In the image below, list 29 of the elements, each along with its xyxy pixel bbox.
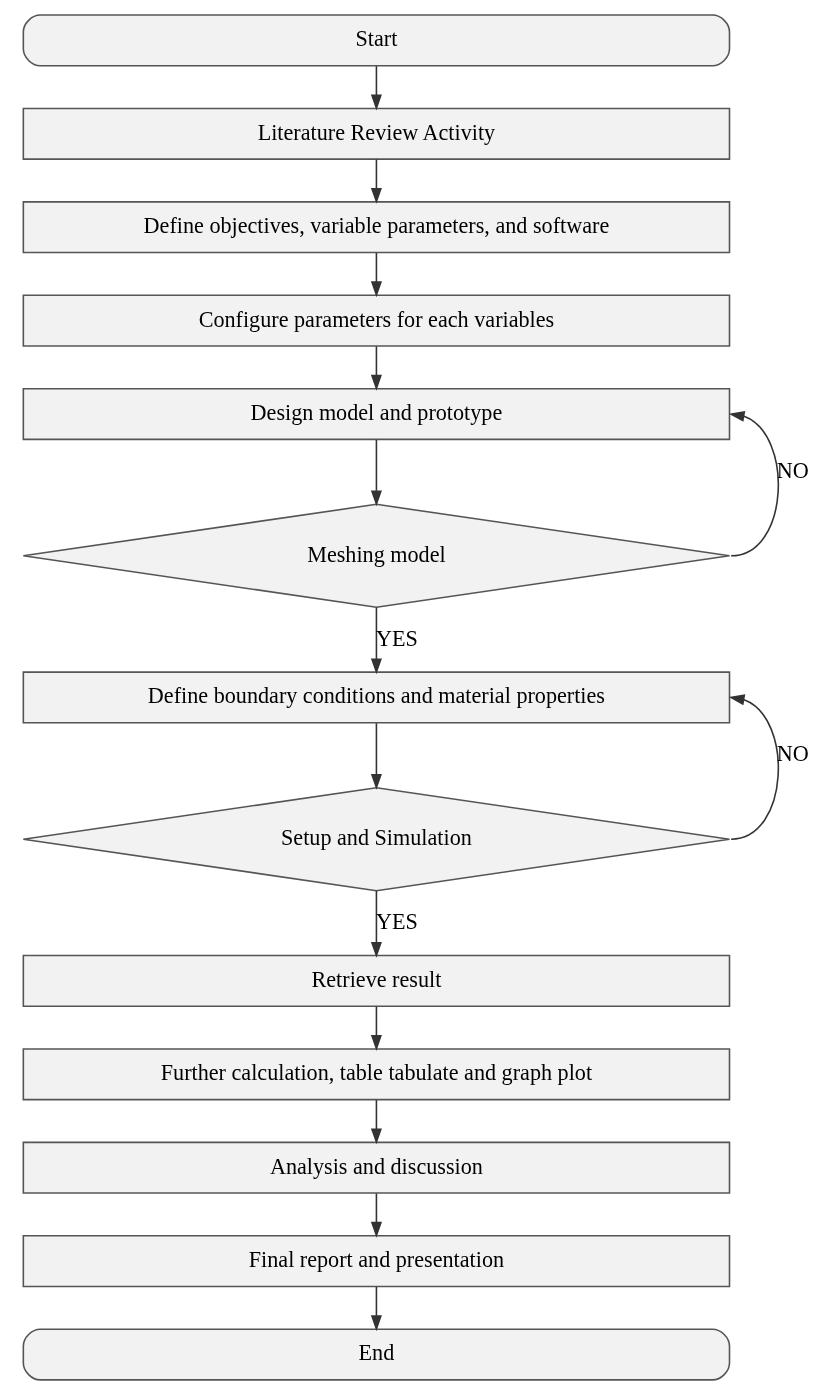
arrow bbox=[370, 158, 382, 204]
arrow bbox=[370, 890, 382, 958]
arrow bbox=[370, 252, 382, 298]
edge-label: NO bbox=[776, 457, 809, 483]
node-box: Retrieve result bbox=[22, 954, 731, 1008]
arrow bbox=[370, 1099, 382, 1145]
node-diamond: Setup and Simulation bbox=[22, 786, 731, 892]
arrow bbox=[370, 345, 382, 391]
node-box: Configure parameters for each variables bbox=[22, 294, 731, 347]
node-box: Analysis and discussion bbox=[22, 1141, 731, 1194]
arrow bbox=[370, 1286, 382, 1332]
arrow bbox=[370, 606, 382, 675]
edge-label: NO bbox=[776, 741, 809, 767]
node-box: Literature Review Activity bbox=[22, 107, 731, 160]
arrow bbox=[370, 1192, 382, 1238]
arrow bbox=[370, 439, 382, 507]
arrow bbox=[728, 694, 779, 840]
node-box: Further calculation, table tabulate and graph plot bbox=[22, 1048, 731, 1101]
node-box: Design model and prototype bbox=[22, 387, 731, 441]
arrow bbox=[370, 65, 382, 111]
node-box: Define boundary conditions and material properties bbox=[22, 671, 731, 724]
arrow bbox=[728, 410, 779, 557]
node-box: Start bbox=[22, 14, 731, 67]
node-box: Final report and presentation bbox=[22, 1235, 731, 1288]
arrow bbox=[370, 722, 382, 790]
node-diamond: Meshing model bbox=[22, 503, 731, 609]
node-box: Define objectives, variable parameters, and software bbox=[22, 201, 731, 254]
node-box: End bbox=[22, 1328, 731, 1381]
arrow bbox=[370, 1005, 382, 1051]
